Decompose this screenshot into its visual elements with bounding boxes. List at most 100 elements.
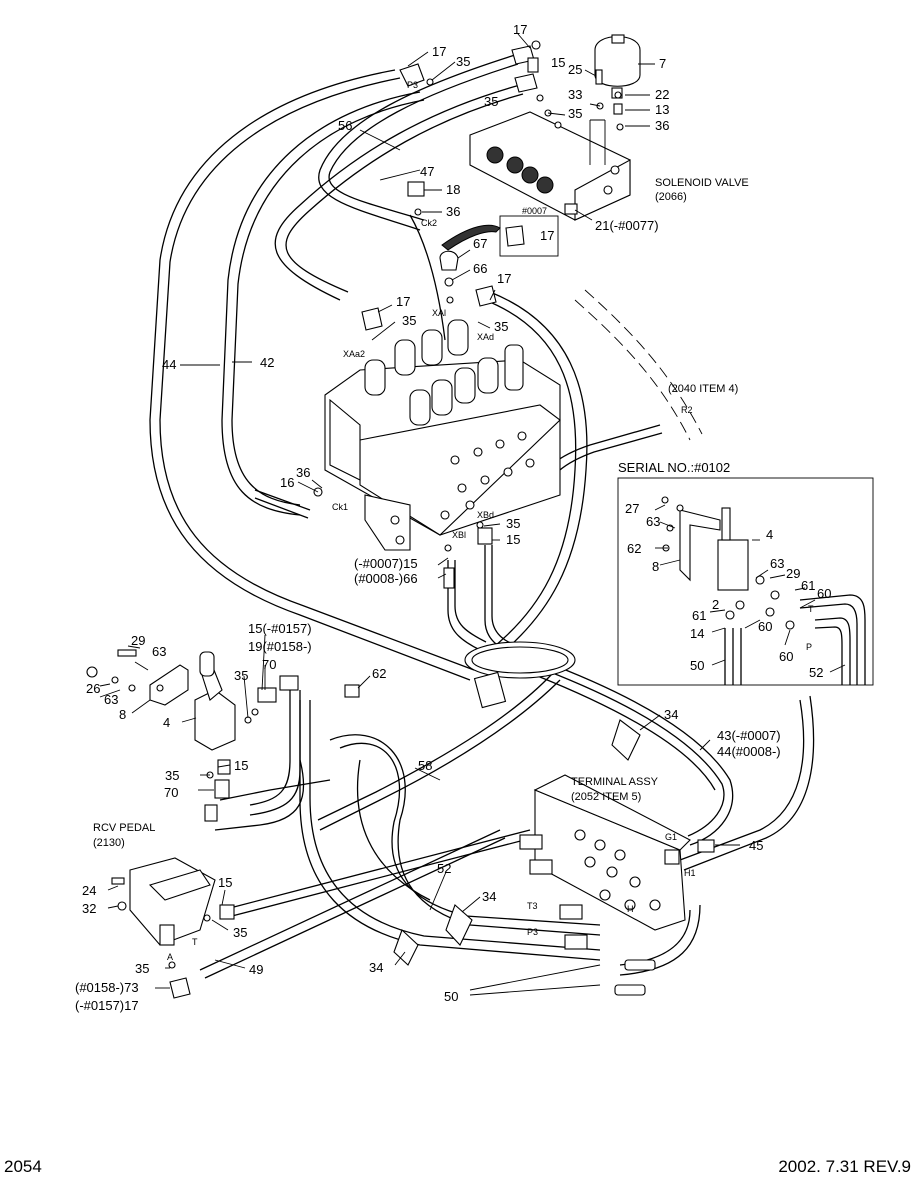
callout-36: 36 bbox=[446, 204, 460, 219]
callout-26: 26 bbox=[86, 681, 100, 696]
callout-labels: 17 17 15 7 25 35 22 33 13 35 35 36 56 47… bbox=[75, 22, 831, 1013]
port-t3: T3 bbox=[527, 901, 538, 911]
callout-66-0008: (#0008-)66 bbox=[354, 571, 418, 586]
revision-date: 2002. 7.31 REV.9 bbox=[778, 1157, 911, 1176]
port-ck2: Ck2 bbox=[421, 218, 437, 228]
callout-47: 47 bbox=[420, 164, 434, 179]
port-t-pedal: T bbox=[192, 937, 198, 947]
callout-61: 61 bbox=[692, 608, 706, 623]
port-p3-terminal: P3 bbox=[527, 927, 538, 937]
hose-lines bbox=[149, 54, 815, 979]
callout-8: 8 bbox=[652, 559, 659, 574]
callout-52: 52 bbox=[809, 665, 823, 680]
callout-44-0008: 44(#0008-) bbox=[717, 744, 781, 759]
callout-4: 4 bbox=[163, 715, 170, 730]
port-h1: H1 bbox=[684, 868, 696, 878]
callout-29: 29 bbox=[786, 566, 800, 581]
callout-70: 70 bbox=[164, 785, 178, 800]
callout-73-0158: (#0158-)73 bbox=[75, 980, 139, 995]
port-p3: P3 bbox=[407, 80, 418, 90]
callout-32: 32 bbox=[82, 901, 96, 916]
callout-42: 42 bbox=[260, 355, 274, 370]
callout-35: 35 bbox=[568, 106, 582, 121]
rcv-pedal-ref: (2130) bbox=[93, 837, 125, 849]
callout-50: 50 bbox=[444, 989, 458, 1004]
callout-17: 17 bbox=[396, 294, 410, 309]
callout-19-0158: 19(#0158-) bbox=[248, 639, 312, 654]
callout-70: 70 bbox=[262, 657, 276, 672]
callout-15-0157: 15(-#0157) bbox=[248, 621, 312, 636]
port-t: T bbox=[808, 604, 814, 614]
solenoid-valve-assembly bbox=[469, 34, 641, 221]
port-xbd: XBd bbox=[477, 510, 494, 520]
ref-2040-item-4: (2040 ITEM 4) bbox=[668, 383, 738, 395]
callout-29: 29 bbox=[131, 633, 145, 648]
callout-35: 35 bbox=[402, 313, 416, 328]
callout-43-0007: 43(-#0007) bbox=[717, 728, 781, 743]
callout-34: 34 bbox=[369, 960, 383, 975]
callout-67: 67 bbox=[473, 236, 487, 251]
callout-21: 21(-#0077) bbox=[595, 218, 659, 233]
port-xad: XAd bbox=[477, 332, 494, 342]
rcv-pedal-label: RCV PEDAL bbox=[93, 822, 155, 834]
terminal-assembly bbox=[519, 774, 715, 996]
page-number: 2054 bbox=[4, 1157, 42, 1176]
callout-15: 15 bbox=[234, 758, 248, 773]
port-g1: G1 bbox=[665, 832, 677, 842]
rcv-lever-assembly bbox=[86, 649, 360, 822]
callout-63: 63 bbox=[646, 514, 660, 529]
callout-61: 61 bbox=[801, 578, 815, 593]
callout-49: 49 bbox=[249, 962, 263, 977]
callout-16: 16 bbox=[280, 475, 294, 490]
callout-58: 58 bbox=[418, 758, 432, 773]
top-fittings bbox=[361, 40, 562, 331]
callout-13: 13 bbox=[655, 102, 669, 117]
port-p: P bbox=[806, 642, 812, 652]
callout-60: 60 bbox=[779, 649, 793, 664]
callout-15-0007: (-#0007)15 bbox=[354, 556, 418, 571]
callout-63: 63 bbox=[152, 644, 166, 659]
port-labels: P3 Ck2 XAl XAd XAa2 R2 Ck1 XBd XBl T P G… bbox=[167, 80, 814, 962]
terminal-assy-ref: (2052 ITEM 5) bbox=[571, 791, 641, 803]
hose-bands bbox=[393, 641, 641, 966]
callout-17: 17 bbox=[540, 228, 554, 243]
callout-15: 15 bbox=[218, 875, 232, 890]
serial-no-label: SERIAL NO.:#0102 bbox=[618, 460, 730, 475]
callout-60: 60 bbox=[817, 586, 831, 601]
inset-fitting-box bbox=[441, 215, 559, 257]
callout-62: 62 bbox=[627, 541, 641, 556]
callout-14: 14 bbox=[690, 626, 704, 641]
callout-63: 63 bbox=[770, 556, 784, 571]
callout-17: 17 bbox=[497, 271, 511, 286]
serial-inset bbox=[617, 477, 874, 686]
callout-18: 18 bbox=[446, 182, 460, 197]
port-xbl: XBl bbox=[452, 530, 466, 540]
solenoid-valve-ref: (2066) bbox=[655, 191, 687, 203]
callout-4: 4 bbox=[766, 527, 773, 542]
callout-66: 66 bbox=[473, 261, 487, 276]
callout-17: 17 bbox=[432, 44, 446, 59]
callout-35: 35 bbox=[506, 516, 520, 531]
callout-17-0157: (-#0157)17 bbox=[75, 998, 139, 1013]
port-a: A bbox=[167, 952, 173, 962]
callout-35: 35 bbox=[484, 94, 498, 109]
callout-33: 33 bbox=[568, 87, 582, 102]
main-control-valve bbox=[313, 296, 561, 589]
callout-34: 34 bbox=[664, 707, 678, 722]
port-xal: XAl bbox=[432, 308, 446, 318]
callout-17: 17 bbox=[513, 22, 527, 37]
port-h: H bbox=[627, 904, 634, 914]
callout-36: 36 bbox=[296, 465, 310, 480]
callout-36: 36 bbox=[655, 118, 669, 133]
callout-35: 35 bbox=[135, 961, 149, 976]
callout-45: 45 bbox=[749, 838, 763, 853]
notes: SOLENOID VALVE (2066) (2040 ITEM 4) SERI… bbox=[93, 177, 749, 849]
callout-2: 2 bbox=[712, 597, 719, 612]
callout-15: 15 bbox=[506, 532, 520, 547]
callout-44: 44 bbox=[162, 357, 176, 372]
port-xaa2: XAa2 bbox=[343, 349, 365, 359]
inset-serial-label: #0007 bbox=[522, 206, 547, 216]
callout-35: 35 bbox=[233, 925, 247, 940]
terminal-assy-label: TERMINAL ASSY bbox=[571, 776, 659, 788]
callout-8: 8 bbox=[119, 707, 126, 722]
